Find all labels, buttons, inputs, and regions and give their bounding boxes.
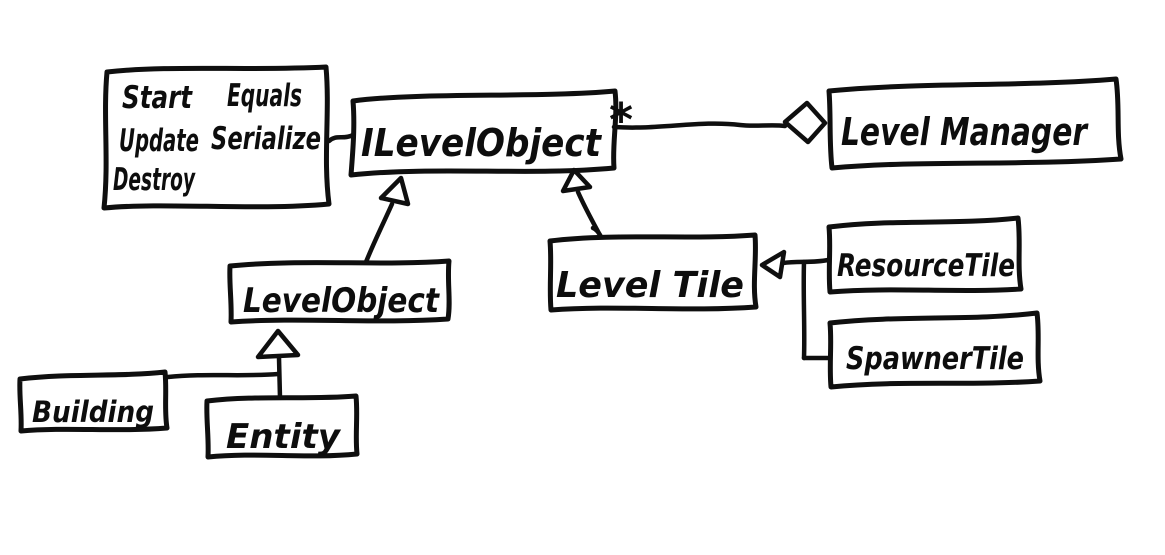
aggregation-line: [611, 121, 788, 130]
node-resourcetile: ResourceTile: [826, 215, 1024, 295]
method-equals-label: Equals: [227, 78, 302, 114]
levelobject-label: LevelObject: [243, 281, 441, 321]
inheritance-arrow-icon: [560, 167, 593, 194]
node-building: Building: [17, 369, 170, 434]
tiles-trunk-line-vertical: [801, 259, 807, 361]
inheritance-arrow-icon: [378, 175, 411, 207]
inheritance-levelobject-edge: [363, 175, 411, 265]
leveltile-box: [547, 232, 759, 313]
method-list-box: [101, 64, 332, 211]
spawnertile-box: [827, 310, 1043, 390]
inheritance-tiles-edge: [759, 249, 831, 361]
children-trunk-line-vertical: [276, 355, 283, 401]
node-ilevelobject: ILevelObject: [348, 88, 619, 178]
levelmanager-label: Level Manager: [841, 110, 1089, 154]
inheritance-arrow-icon: [255, 328, 301, 360]
building-box: [17, 369, 170, 434]
method-start-label: Start: [122, 80, 193, 116]
ilevelobject-label: ILevelObject: [361, 121, 603, 165]
entity-label: Entity: [226, 417, 342, 457]
entity-box: [204, 393, 360, 460]
building-label: Building: [32, 395, 154, 429]
node-levelobject: LevelObject: [227, 258, 452, 325]
method-update-label: Update: [119, 123, 199, 159]
note-connector-line: [326, 132, 356, 144]
resourcetile-label: ResourceTile: [837, 248, 1015, 284]
method-serialize-label: Serialize: [211, 121, 321, 157]
building-branch-line: [165, 371, 281, 380]
multiplicity-star-label: *: [609, 93, 633, 147]
levelmanager-box: [826, 76, 1124, 171]
node-spawnertile: SpawnerTile: [827, 310, 1043, 390]
inheritance-line: [575, 189, 605, 242]
node-levelmanager: Level Manager: [826, 76, 1124, 171]
node-entity: Entity: [204, 393, 360, 460]
method-destroy-label: Destroy: [113, 162, 196, 198]
ilevelobject-box: [348, 88, 619, 178]
resourcetile-box: [826, 215, 1024, 295]
inheritance-leveltile-edge: [560, 167, 605, 242]
inheritance-arrow-icon: [759, 249, 787, 280]
node-method-list: Start Equals Update Serialize Destroy: [101, 64, 332, 211]
spawnertile-label: SpawnerTile: [846, 341, 1024, 377]
inheritance-children-edge: [165, 328, 301, 401]
aggregation-diamond-icon: [782, 100, 828, 145]
node-leveltile: Level Tile: [547, 232, 759, 313]
inheritance-line: [363, 201, 395, 265]
leveltile-label: Level Tile: [556, 265, 744, 306]
aggregation-edge: *: [609, 93, 828, 147]
levelobject-box: [227, 258, 452, 325]
